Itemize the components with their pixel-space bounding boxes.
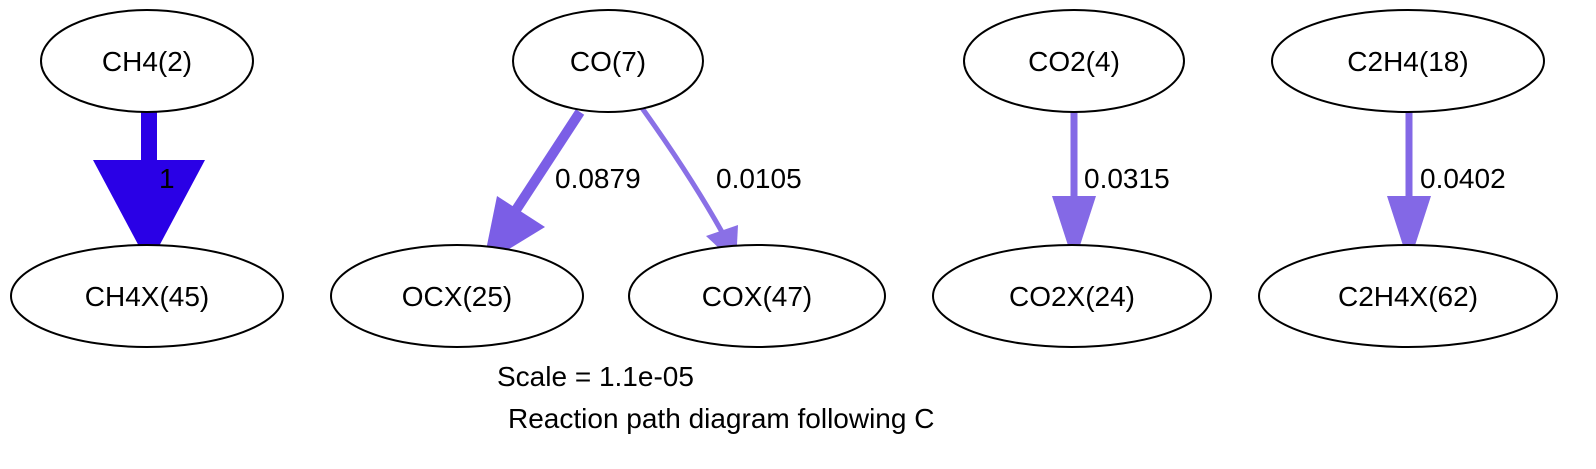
edge-arrowhead	[1387, 196, 1431, 264]
node-ellipse	[1271, 9, 1545, 113]
node-label: CO(7)	[570, 46, 646, 77]
node-co: CO(7)	[512, 9, 704, 113]
node-ocx: OCX(25)	[330, 244, 584, 348]
node-label: CO2(4)	[1028, 46, 1120, 77]
node-c2h4x: C2H4X(62)	[1258, 244, 1558, 348]
edge-c2h4-to-c2h4x: 0.0402	[1387, 112, 1506, 264]
edge-shaft	[639, 106, 725, 234]
node-label: OCX(25)	[402, 281, 512, 312]
node-cox: COX(47)	[628, 244, 886, 348]
edge-label: 0.0105	[716, 163, 802, 194]
node-ellipse	[628, 244, 886, 348]
node-ellipse	[330, 244, 584, 348]
node-ellipse	[1258, 244, 1558, 348]
node-co2x: CO2X(24)	[932, 244, 1212, 348]
edge-label: 1	[159, 163, 175, 194]
scale-caption: Scale = 1.1e-05	[497, 361, 694, 392]
node-ellipse	[10, 244, 284, 348]
node-label: C2H4X(62)	[1338, 281, 1478, 312]
node-ellipse	[963, 9, 1185, 113]
node-label: C2H4(18)	[1347, 46, 1468, 77]
node-c2h4: C2H4(18)	[1271, 9, 1545, 113]
edge-label: 0.0315	[1084, 163, 1170, 194]
edge-arrowhead	[1052, 196, 1096, 264]
node-ellipse	[932, 244, 1212, 348]
node-ch4: CH4(2)	[40, 9, 254, 113]
node-ellipse	[512, 9, 704, 113]
node-label: COX(47)	[702, 281, 812, 312]
edge-shaft	[511, 109, 585, 213]
diagram-title: Reaction path diagram following C	[508, 403, 934, 434]
node-ch4x: CH4X(45)	[10, 244, 284, 348]
node-label: CO2X(24)	[1009, 281, 1135, 312]
node-label: CH4X(45)	[85, 281, 209, 312]
edge-label: 0.0402	[1420, 163, 1506, 194]
node-ellipse	[40, 9, 254, 113]
node-co2: CO2(4)	[963, 9, 1185, 113]
node-label: CH4(2)	[102, 46, 192, 77]
edge-ch4-to-ch4x: 1	[93, 112, 205, 265]
edge-co2-to-co2x: 0.0315	[1052, 112, 1170, 264]
edge-label: 0.0879	[555, 163, 641, 194]
edge-arrowhead	[93, 160, 205, 265]
